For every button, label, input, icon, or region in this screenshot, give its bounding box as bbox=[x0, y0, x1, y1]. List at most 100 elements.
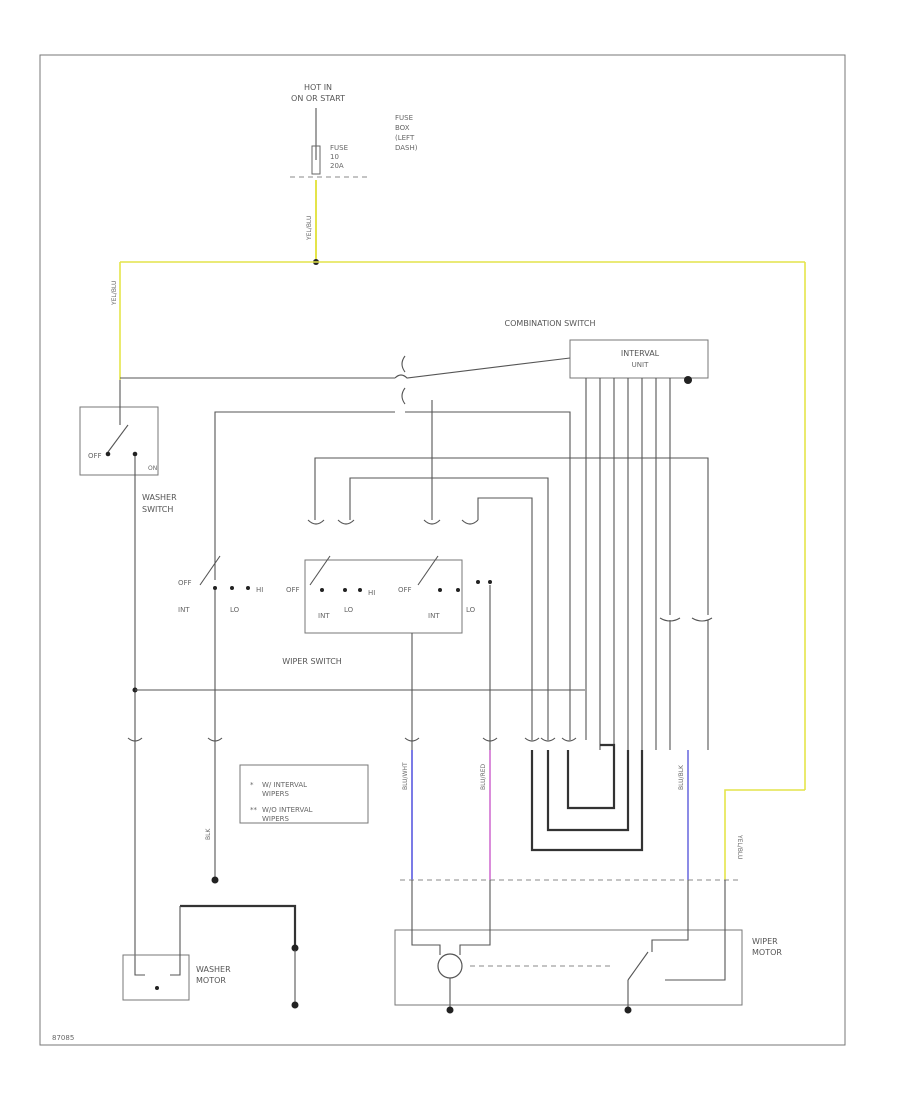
contact-hi-label-2: HI bbox=[368, 589, 375, 597]
washer-switch-box bbox=[79, 406, 159, 476]
switch-blade-2 bbox=[309, 555, 331, 586]
fuse-box-label-2: BOX bbox=[395, 124, 410, 132]
contact-hi-3b bbox=[488, 580, 492, 584]
wire-hi-loop bbox=[477, 497, 533, 740]
contact-lo-2 bbox=[343, 588, 347, 592]
loop-middle bbox=[546, 750, 630, 832]
wire-label-yel-feed: YEL/BLU bbox=[306, 216, 313, 241]
switch-blade-1 bbox=[199, 555, 221, 586]
fuse-symbol bbox=[311, 145, 321, 175]
park-switch-blade bbox=[627, 951, 649, 981]
contact-hi-label-1: HI bbox=[256, 586, 263, 594]
connector-c5 bbox=[524, 737, 577, 742]
contact-hi-2 bbox=[358, 588, 362, 592]
wiper-motor-box bbox=[394, 929, 743, 1006]
washer-motor-terminal-1 bbox=[134, 960, 145, 976]
wire-interval-input bbox=[394, 357, 571, 379]
washer-switch-label-2: SWITCH bbox=[142, 505, 173, 514]
fuse-box-label-4: DASH) bbox=[395, 144, 418, 152]
washer-motor-label-2: MOTOR bbox=[196, 976, 226, 985]
yellow-motor-feed bbox=[724, 789, 805, 880]
wiper-switch-section-1: OFF HI INT LO bbox=[178, 555, 263, 614]
fuse-box-label-3: (LEFT bbox=[395, 134, 415, 142]
washer-motor-label-1: WASHER bbox=[196, 965, 231, 974]
legend-text-1a: W/ INTERVAL bbox=[262, 781, 307, 789]
legend-text-2b: WIPERS bbox=[262, 815, 289, 823]
fuse-box-label-1: FUSE bbox=[395, 114, 413, 122]
figure-id: 87085 bbox=[52, 1034, 74, 1042]
wire-label-blue-right: BLU/BLK bbox=[678, 764, 685, 790]
washer-motor-node bbox=[155, 986, 159, 990]
washer-motor-box bbox=[122, 954, 190, 1001]
washer-switch-contact bbox=[107, 424, 129, 453]
legend-text-2a: W/O INTERVAL bbox=[262, 806, 313, 814]
washer-motor-terminal-2 bbox=[170, 906, 181, 976]
contact-off-2: OFF bbox=[286, 586, 300, 594]
legend-box bbox=[239, 764, 369, 824]
power-label-1: HOT IN bbox=[304, 83, 332, 92]
contact-lo-3 bbox=[456, 588, 460, 592]
contact-int-label-3: INT bbox=[428, 612, 440, 620]
wiper-switch-box bbox=[304, 559, 463, 634]
legend-text-1b: WIPERS bbox=[262, 790, 289, 798]
wiper-switch-label: WIPER SWITCH bbox=[282, 657, 342, 666]
washer-switch-on-label: ON bbox=[148, 465, 157, 472]
contact-lo-label-2: LO bbox=[344, 606, 354, 614]
wire-motor-high bbox=[459, 880, 491, 955]
fuse-10: FUSE 10 20A bbox=[311, 144, 348, 175]
wire-label-yel-motor: YEL/BLU bbox=[736, 834, 743, 859]
wire-park-in bbox=[651, 880, 689, 952]
motor-ground-node bbox=[446, 1006, 454, 1014]
wire-int-loop bbox=[349, 477, 549, 740]
contact-lo-1 bbox=[230, 586, 234, 590]
wire-label-blue: BLU/WHT bbox=[402, 762, 409, 790]
contact-lo-label-3: LO bbox=[466, 606, 476, 614]
wire-label-pink: BLU/RED bbox=[480, 763, 487, 790]
loop-outer bbox=[530, 750, 644, 852]
contact-int-2 bbox=[320, 588, 324, 592]
contact-hi-1 bbox=[246, 586, 250, 590]
interval-unit-box bbox=[569, 339, 709, 379]
combination-switch-label: COMBINATION SWITCH bbox=[505, 319, 596, 328]
fuse-box: FUSE BOX (LEFT DASH) bbox=[395, 114, 418, 152]
legend-symbol-2: ** bbox=[250, 806, 258, 814]
wiper-motor-label-1: WIPER bbox=[752, 937, 778, 946]
wire-lo-loop bbox=[314, 457, 709, 615]
loop-inner bbox=[566, 743, 616, 810]
contact-int-label-1: INT bbox=[178, 606, 190, 614]
park-ground-node bbox=[624, 1006, 632, 1014]
connector-c2 bbox=[401, 387, 406, 405]
wiper-motor-symbol bbox=[437, 953, 463, 979]
interval-unit-ground bbox=[684, 376, 692, 384]
diagram-frame bbox=[39, 54, 846, 1046]
ground-node bbox=[211, 876, 219, 884]
connector-c4 bbox=[307, 519, 479, 525]
wire-park-out bbox=[665, 880, 726, 981]
fuse-label-3: 20A bbox=[330, 162, 344, 170]
wiper-switch-section-3: OFF INT LO bbox=[398, 555, 492, 620]
washer-ground-node bbox=[291, 1001, 299, 1009]
interval-unit-label-2: UNIT bbox=[632, 361, 649, 369]
fuse-label-2: 10 bbox=[330, 153, 339, 161]
interval-unit-label-1: INTERVAL bbox=[621, 349, 660, 358]
connector-c3 bbox=[659, 617, 713, 622]
connector-c6 bbox=[127, 737, 498, 742]
wire-motor-low bbox=[411, 880, 441, 955]
connector-c1 bbox=[401, 355, 406, 373]
washer-switch-off-label: OFF bbox=[88, 452, 102, 460]
contact-int-1 bbox=[213, 586, 217, 590]
wire-label-ground: BLK bbox=[205, 828, 212, 840]
contact-int-3 bbox=[438, 588, 442, 592]
contact-hi-3 bbox=[476, 580, 480, 584]
washer-switch-label-1: WASHER bbox=[142, 493, 177, 502]
wire-switch-top-left bbox=[214, 411, 395, 580]
wiper-motor-label-2: MOTOR bbox=[752, 948, 782, 957]
wire-washer-motor-ground bbox=[180, 904, 297, 945]
switch-blade-3 bbox=[417, 555, 439, 586]
washer-motor-ground-node bbox=[291, 944, 299, 952]
wiper-switch-section-2: OFF HI INT LO bbox=[286, 555, 375, 620]
washer-contact-off bbox=[105, 451, 111, 457]
legend-symbol-1: * bbox=[250, 781, 254, 789]
wire-label-yel-washer: YEL/BLU bbox=[111, 281, 118, 306]
